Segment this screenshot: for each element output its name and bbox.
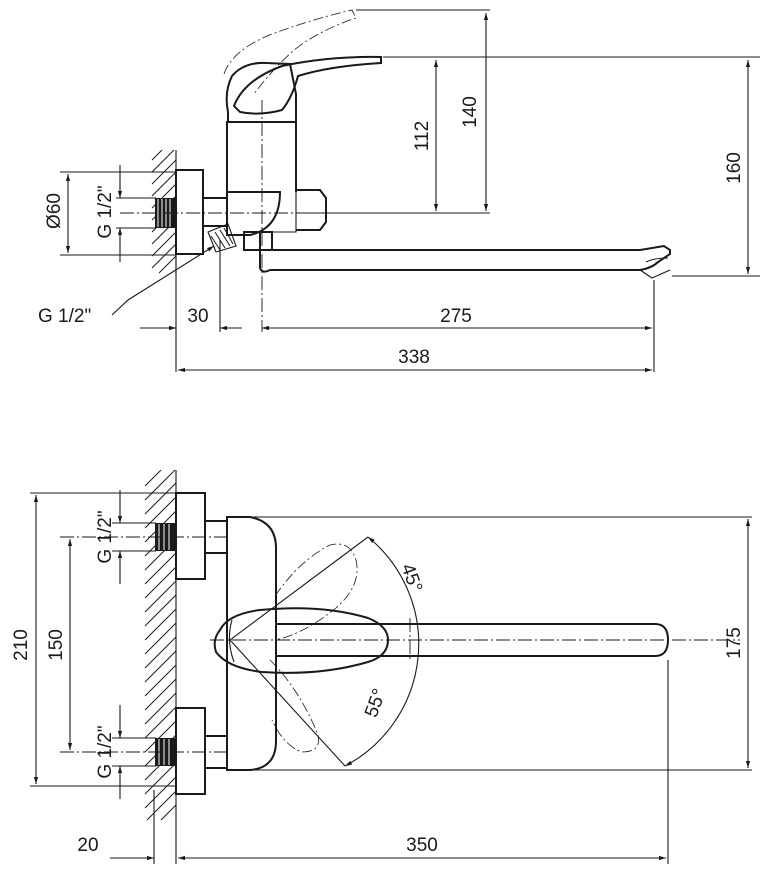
dim-d60: Ø60 (44, 193, 65, 229)
dim-g12-side: G 1/2" (95, 185, 116, 238)
mixer-body-side (226, 121, 297, 192)
top-view: 210 150 175 G 1/2" G 1/2" 45° 55° 20 350 (11, 469, 752, 864)
dim-g12-leader: G 1/2" (38, 306, 91, 327)
right-connector-side (296, 189, 327, 231)
dim-275: 275 (440, 306, 472, 327)
lever-raised-outline (223, 9, 357, 95)
dim-160: 160 (724, 152, 745, 184)
lever-handle-side (232, 55, 382, 115)
spout-tip-side (639, 269, 671, 279)
diverter-body-side (226, 191, 282, 236)
handle-cap-side (225, 61, 297, 122)
dim-angle-45: 45° (396, 561, 426, 595)
dim-angle-55: 55° (361, 686, 391, 720)
lever-rotated-55-outline (269, 659, 320, 753)
connector-nut-side (202, 197, 228, 227)
dim-350: 350 (406, 835, 438, 856)
wall-flange-top-upper (175, 492, 206, 580)
dim-20: 20 (77, 835, 98, 856)
dim-175: 175 (724, 627, 745, 659)
dim-112: 112 (412, 121, 433, 151)
spout-side (259, 232, 671, 273)
dim-g12-top-upper: G 1/2" (95, 510, 116, 563)
wall-flange-side (175, 169, 204, 255)
side-view: 112 140 160 Ø60 G 1/2" G 1/2" 30 275 338 (38, 9, 760, 373)
dim-g12-top-lower: G 1/2" (95, 725, 116, 778)
rotation-arc (344, 536, 420, 767)
mixer-body-top (226, 516, 277, 771)
shower-outlet-side (243, 231, 273, 251)
dim-140: 140 (460, 96, 481, 128)
lever-handle-top (213, 607, 390, 674)
wall-flange-top-lower (175, 707, 206, 795)
dim-210: 210 (11, 629, 32, 661)
dim-30: 30 (187, 306, 208, 327)
aerator-hatched (207, 223, 237, 253)
leader-g12 (111, 245, 215, 316)
lever-rotated-45-outline (274, 543, 358, 641)
dim-338: 338 (398, 347, 430, 368)
dim-150: 150 (46, 629, 67, 661)
